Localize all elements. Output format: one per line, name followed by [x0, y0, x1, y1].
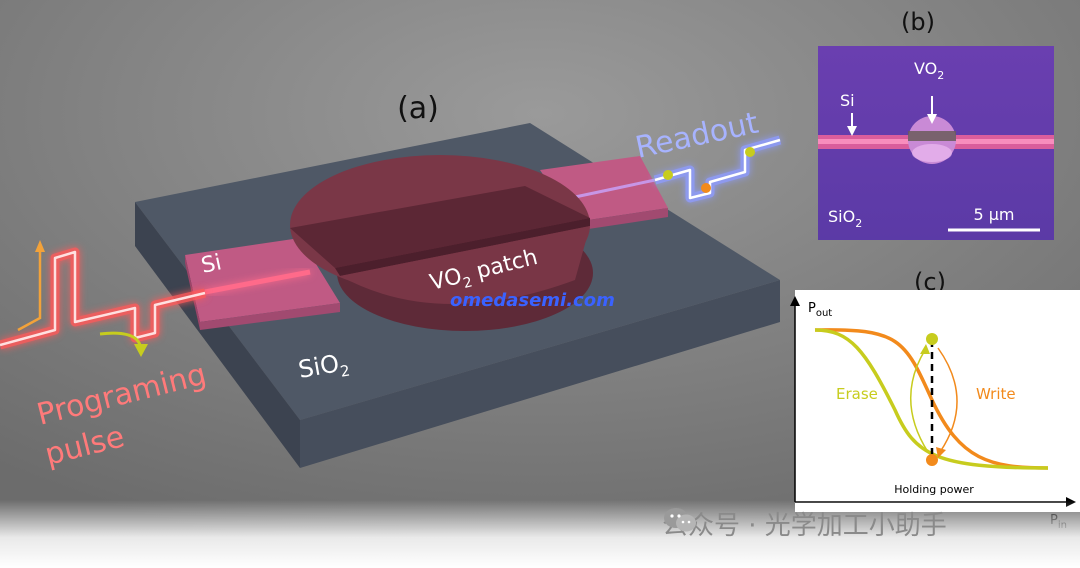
readout-dot-yellow-2 — [745, 147, 755, 157]
write-arrowhead — [936, 447, 946, 458]
panel-a-label: (a) — [397, 91, 439, 126]
plot-background — [795, 290, 1080, 512]
write-arrow — [937, 347, 958, 453]
footer-fade — [0, 500, 1080, 568]
micrograph-vo2-dark-band — [908, 131, 956, 141]
micrograph-si-label: Si — [840, 91, 855, 110]
overlay-watermark: omedasemi.com — [450, 290, 615, 311]
y-axis-label: Pout — [808, 301, 832, 319]
si-core-right — [574, 178, 656, 199]
scale-bar-label: 5 μm — [973, 205, 1014, 224]
write-label: Write — [976, 385, 1016, 403]
micrograph-si-arrowhead — [847, 126, 857, 136]
sio2-label: SiO2 — [296, 348, 351, 388]
micrograph-vo2-highlight — [912, 144, 952, 162]
footer-watermark-text: 公众号 · 光学加工小助手 — [662, 511, 947, 541]
readout-dot-yellow-1 — [663, 170, 673, 180]
state-high-dot — [926, 333, 938, 345]
erase-curve — [814, 328, 1049, 470]
micrograph-vo2-arrowhead — [927, 114, 937, 124]
wechat-icon — [664, 508, 696, 532]
si-core-left — [204, 269, 311, 295]
vo2-patch — [290, 155, 593, 331]
erase-arrow — [909, 349, 929, 453]
erase-label: Erase — [836, 385, 878, 403]
panel-b-label: (b) — [901, 8, 935, 36]
footer-watermark: 公众号 · 光学加工小助手 — [662, 505, 947, 542]
pulse-up-arrow — [17, 250, 42, 332]
micrograph-vo2-label: VO2 — [914, 59, 944, 82]
holding-power-label: Holding power — [894, 483, 974, 496]
pulse-down-arrowhead — [134, 344, 148, 357]
erase-arrowhead — [920, 344, 930, 354]
pulse-up-arrowhead — [35, 240, 45, 252]
y-axis-arrowhead — [790, 296, 800, 306]
micrograph-sio2-label: SiO2 — [828, 207, 862, 230]
micrograph — [818, 46, 1054, 240]
state-low-dot — [926, 454, 938, 466]
readout-dot-orange — [701, 183, 711, 193]
pulse-down-arrow — [99, 331, 142, 346]
programming-pulse — [0, 250, 206, 347]
